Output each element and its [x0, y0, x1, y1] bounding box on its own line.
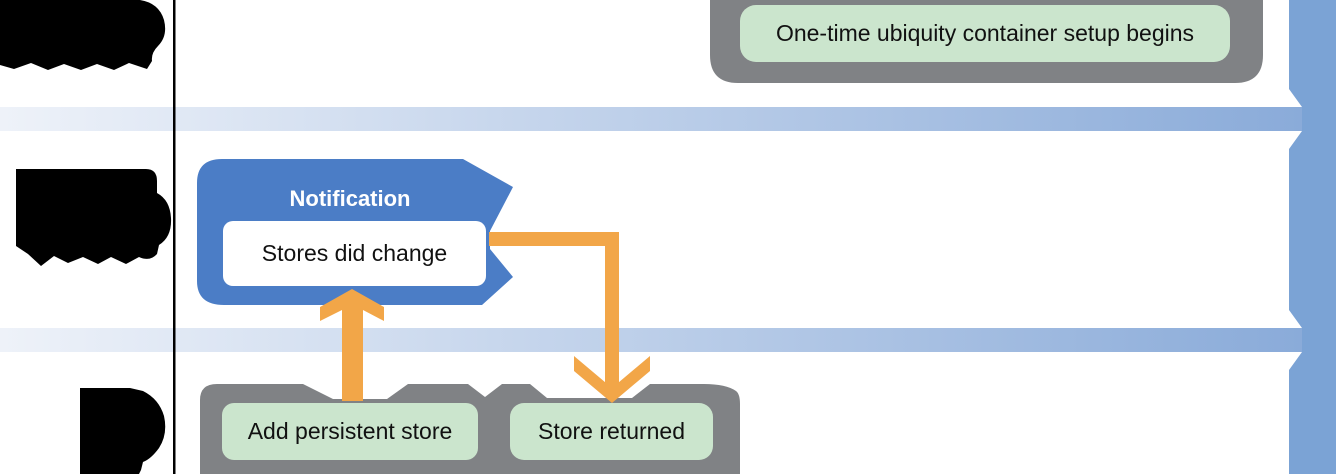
redacted-lane-label-1 — [0, 0, 166, 70]
band1-merge-wedge-top — [1289, 89, 1302, 107]
redacted-lane-label-3 — [80, 388, 166, 474]
store-returned-box — [510, 403, 713, 460]
lane-separator-line — [173, 0, 176, 474]
arrow-elbow-vertical-segment — [605, 232, 619, 390]
arrow-elbow-horizontal-segment — [489, 232, 619, 246]
timeline-vertical-bar — [1289, 0, 1336, 474]
timeline-band-1 — [0, 107, 1302, 131]
timeline-band-2 — [0, 328, 1302, 352]
add-persistent-store-box — [222, 403, 478, 460]
band1-merge-wedge-bottom — [1289, 131, 1302, 149]
notification-message-box — [223, 221, 486, 286]
band2-merge-wedge-top — [1289, 310, 1302, 328]
top-step-box — [740, 5, 1230, 62]
redacted-lane-label-2 — [16, 169, 172, 266]
arrow-up-add-store-to-notification — [320, 289, 384, 401]
arrow-down-head-store-returned — [574, 356, 650, 403]
band2-merge-wedge-bottom — [1289, 352, 1302, 370]
